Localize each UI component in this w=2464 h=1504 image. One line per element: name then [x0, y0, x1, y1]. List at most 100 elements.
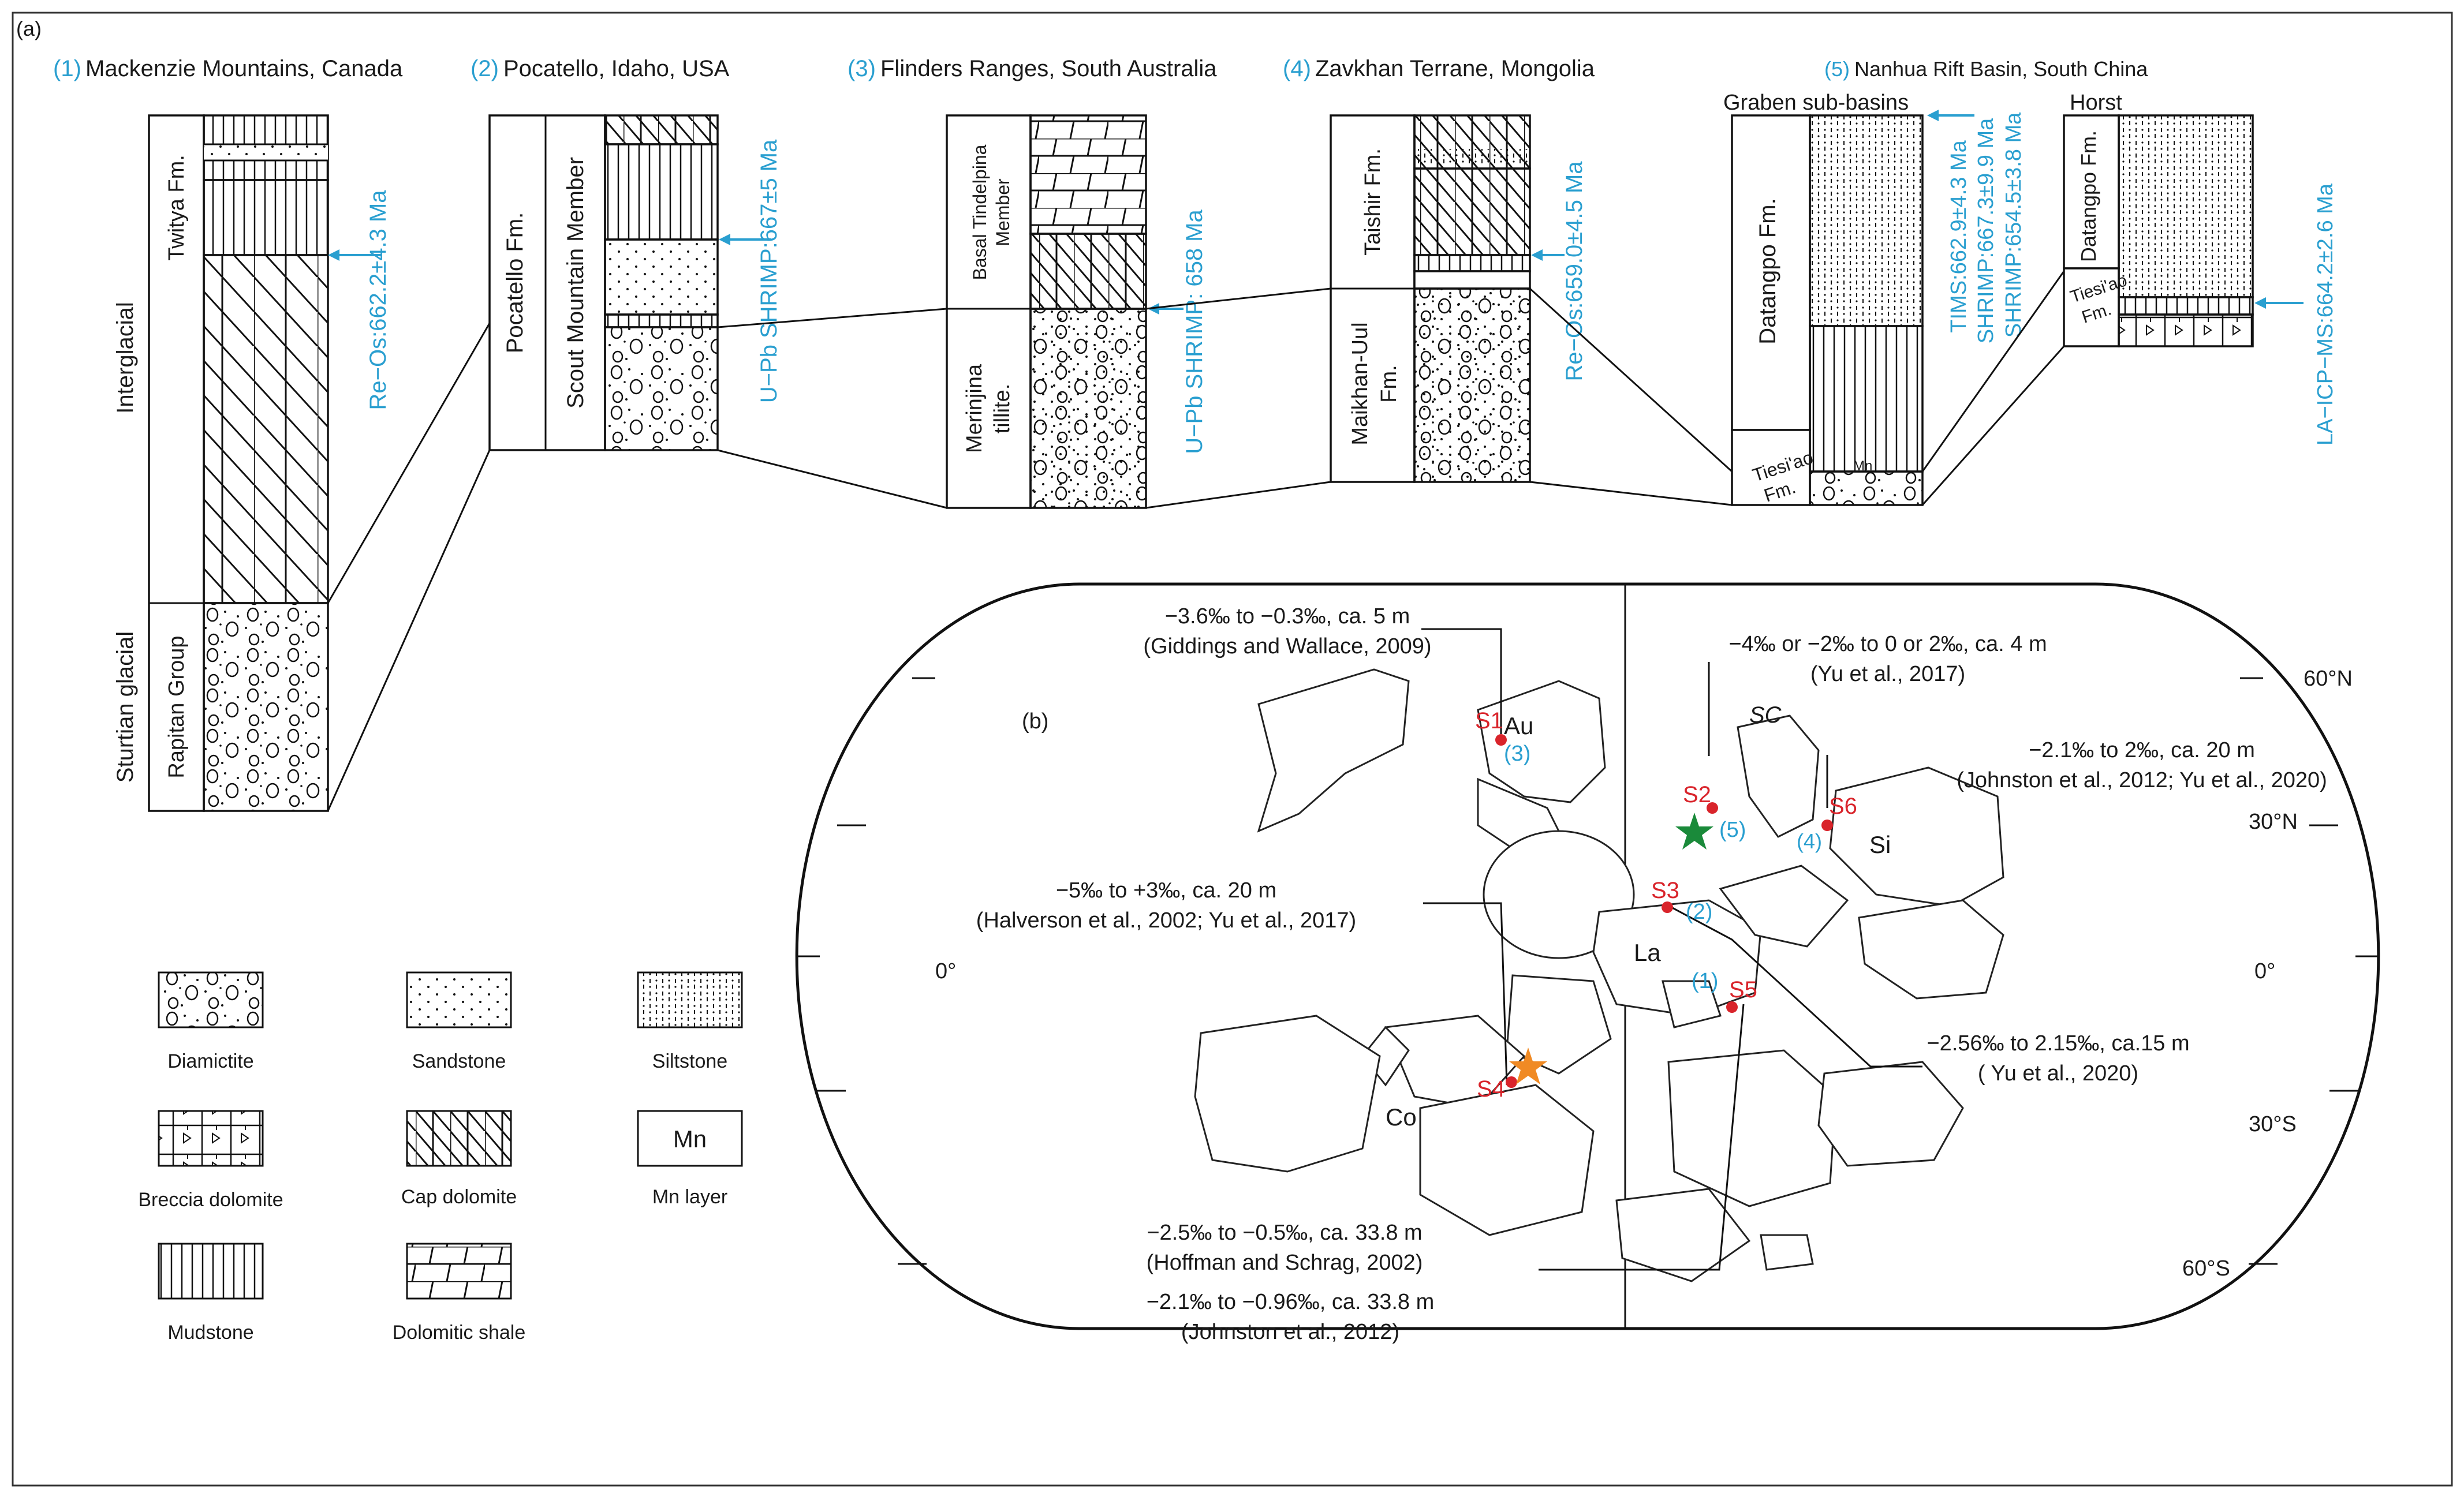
legend-dolomitic-shale: Dolomitic shale [393, 1322, 526, 1344]
note-4-range: −5‰ to +3‰, ca. 20 m [1056, 878, 1276, 903]
site-num-1: (1) [1692, 969, 1718, 993]
green-star-icon [1675, 813, 1713, 850]
section-4-name: Zavkhan Terrane, Mongolia [1315, 56, 1595, 81]
craton-si: Si [1869, 831, 1891, 858]
label-basal-member: Member [992, 178, 1013, 246]
craton-co: Co [1386, 1103, 1417, 1131]
site-s3: S3 [1651, 878, 1679, 903]
note-7-ref: (Johnston et al., 2012) [1181, 1320, 1399, 1344]
label-sturtian-glacial: Sturtian glacial [113, 631, 138, 783]
site-s6-dot [1821, 820, 1833, 831]
label-datangpo-graben: Datangpo Fm. [1755, 198, 1780, 344]
craton-au: Au [1504, 712, 1533, 739]
note-7-range: −2.1‰ to −0.96‰, ca. 33.8 m [1147, 1290, 1435, 1314]
lat-60n: 60°N [2304, 667, 2353, 691]
panel-b-label: (b) [1022, 709, 1048, 734]
label-interglacial: Interglacial [113, 302, 138, 413]
site-markers [1495, 734, 1833, 1088]
site-s3-dot [1662, 901, 1673, 913]
label-twitya-fm: Twitya Fm. [165, 155, 189, 261]
age-re-os-662: Re−Os:662.2±4.3 Ma [365, 190, 391, 410]
legend-breccia: Breccia dolomite [138, 1189, 283, 1211]
label-rapitan-group: Rapitan Group [165, 635, 189, 778]
column-1-mackenzie: Interglacial Sturtian glacial Twitya Fm.… [113, 114, 391, 812]
site-s1: S1 [1475, 708, 1503, 734]
craton-la: La [1634, 939, 1661, 966]
note-2-ref: (Yu et al., 2017) [1810, 662, 1965, 686]
note-6-range: −2.5‰ to −0.5‰, ca. 33.8 m [1147, 1221, 1422, 1245]
lat-30s: 30°S [2249, 1112, 2297, 1136]
age-la-icp-ms: LA−ICP−MS:664.2±2.6 Ma [2313, 183, 2338, 446]
site-s4-dot [1506, 1076, 1517, 1088]
site-num-2: (2) [1686, 900, 1712, 924]
section-titles: (1) Mackenzie Mountains, Canada (2) Poca… [53, 56, 2148, 81]
legend-cap-dolomite: Cap dolomite [401, 1186, 517, 1208]
label-merinjina: Merinjina [962, 364, 987, 453]
figure-frame [12, 12, 2453, 1487]
legend-sandstone: Sandstone [412, 1050, 506, 1072]
leader-lines [1421, 628, 1922, 1271]
note-2-range: −4‰ or −2‰ to 0 or 2‰, ca. 4 m [1728, 632, 2047, 656]
age-tims: TIMS:662.9±4.3 Ma [1947, 140, 1971, 332]
note-3-range: −2.1‰ to 2‰, ca. 20 m [2029, 738, 2255, 762]
note-5-range: −2.56‰ to 2.15‰, ca.15 m [1927, 1031, 2189, 1056]
label-basal-tindelpina: Basal Tindelpina [969, 144, 990, 280]
section-3-num: (3) [848, 56, 876, 81]
site-s2-dot [1707, 802, 1718, 814]
note-1-range: −3.6‰ to −0.3‰, ca. 5 m [1165, 604, 1410, 628]
label-datangpo-horst: Datangpo Fm. [2077, 130, 2100, 262]
note-3-ref: (Johnston et al., 2012; Yu et al., 2020) [1957, 768, 2327, 792]
age-u-pb-658: U−Pb SHRIMP: 658 Ma [1182, 209, 1207, 454]
lat-60s: 60°S [2182, 1256, 2230, 1281]
site-s1-dot [1495, 734, 1507, 746]
age-re-os-659: Re−Os:659.0±4.5 Ma [1562, 161, 1587, 381]
label-maikhan-fm: Fm. [1377, 365, 1401, 402]
age-shrimp-667: SHRIMP:667.3±9.9 Ma [1974, 118, 1998, 343]
section-4-num: (4) [1283, 56, 1311, 81]
label-horst: Horst [2070, 91, 2122, 115]
isotope-notes: −3.6‰ to −0.3‰, ca. 5 m (Giddings and Wa… [976, 604, 2327, 1344]
map-outline [795, 582, 2380, 1330]
lat-30n: 30°N [2249, 810, 2298, 834]
legend-mn-box: Mn [673, 1125, 707, 1153]
site-s6: S6 [1829, 794, 1857, 819]
lat-0-left: 0° [935, 959, 956, 983]
label-pocatello-fm: Pocatello Fm. [502, 212, 528, 354]
section-1-name: Mackenzie Mountains, Canada [85, 56, 403, 81]
lat-0-right: 0° [2254, 959, 2275, 983]
site-s5-dot [1726, 1001, 1738, 1013]
label-taishir-fm: Taishir Fm. [1361, 148, 1385, 256]
age-shrimp-654: SHRIMP:654.5±3.8 Ma [2002, 112, 2026, 338]
section-5-name: Nanhua Rift Basin, South China [1854, 57, 2148, 81]
site-s5: S5 [1729, 977, 1757, 1002]
legend-diamictite: Diamictite [167, 1050, 253, 1072]
legend-siltstone: Siltstone [652, 1050, 727, 1072]
section-1-num: (1) [53, 56, 81, 81]
site-num-5: (5) [1719, 818, 1746, 842]
section-2-num: (2) [471, 56, 499, 81]
section-5-num: (5) [1824, 57, 1850, 81]
legend: Diamictite Sandstone Siltstone Breccia d… [138, 971, 743, 1344]
label-tillite: tillite. [990, 384, 1014, 434]
continent-outlines [1194, 668, 2004, 1282]
column-2-pocatello: Pocatello Fm. Scout Mountain Member U−Pb… [488, 114, 782, 451]
site-num-4: (4) [1797, 829, 1822, 853]
label-maikhan-uul: Maikhan-Uul [1348, 322, 1372, 445]
section-3-name: Flinders Ranges, South Australia [880, 56, 1217, 81]
orange-star-icon [1509, 1047, 1547, 1084]
section-2-name: Pocatello, Idaho, USA [503, 56, 730, 81]
correlation-lines [327, 271, 2065, 811]
site-s2: S2 [1683, 782, 1711, 807]
note-6-ref: (Hoffman and Schrag, 2002) [1147, 1251, 1423, 1275]
label-mn: Mn [1853, 458, 1872, 474]
panel-b-map: (b) 60°N 30°N 0° 0° 30°S 60°S [795, 582, 2380, 1344]
column-4-zavkhan: Taishir Fm. Maikhan-Uul Fm. Re−Os:659.0±… [1330, 114, 1587, 483]
note-1-ref: (Giddings and Wallace, 2009) [1143, 634, 1431, 659]
site-num-3: (3) [1504, 742, 1530, 766]
panel-a-label: (a) [16, 17, 42, 40]
age-u-pb-667: U−Pb SHRIMP:667±5 Ma [756, 139, 782, 403]
legend-mudstone: Mudstone [167, 1322, 253, 1344]
column-5-nanhua: Graben sub-basins Horst Mn Datangpo Fm. … [1723, 91, 2338, 506]
site-s4: S4 [1477, 1076, 1505, 1102]
